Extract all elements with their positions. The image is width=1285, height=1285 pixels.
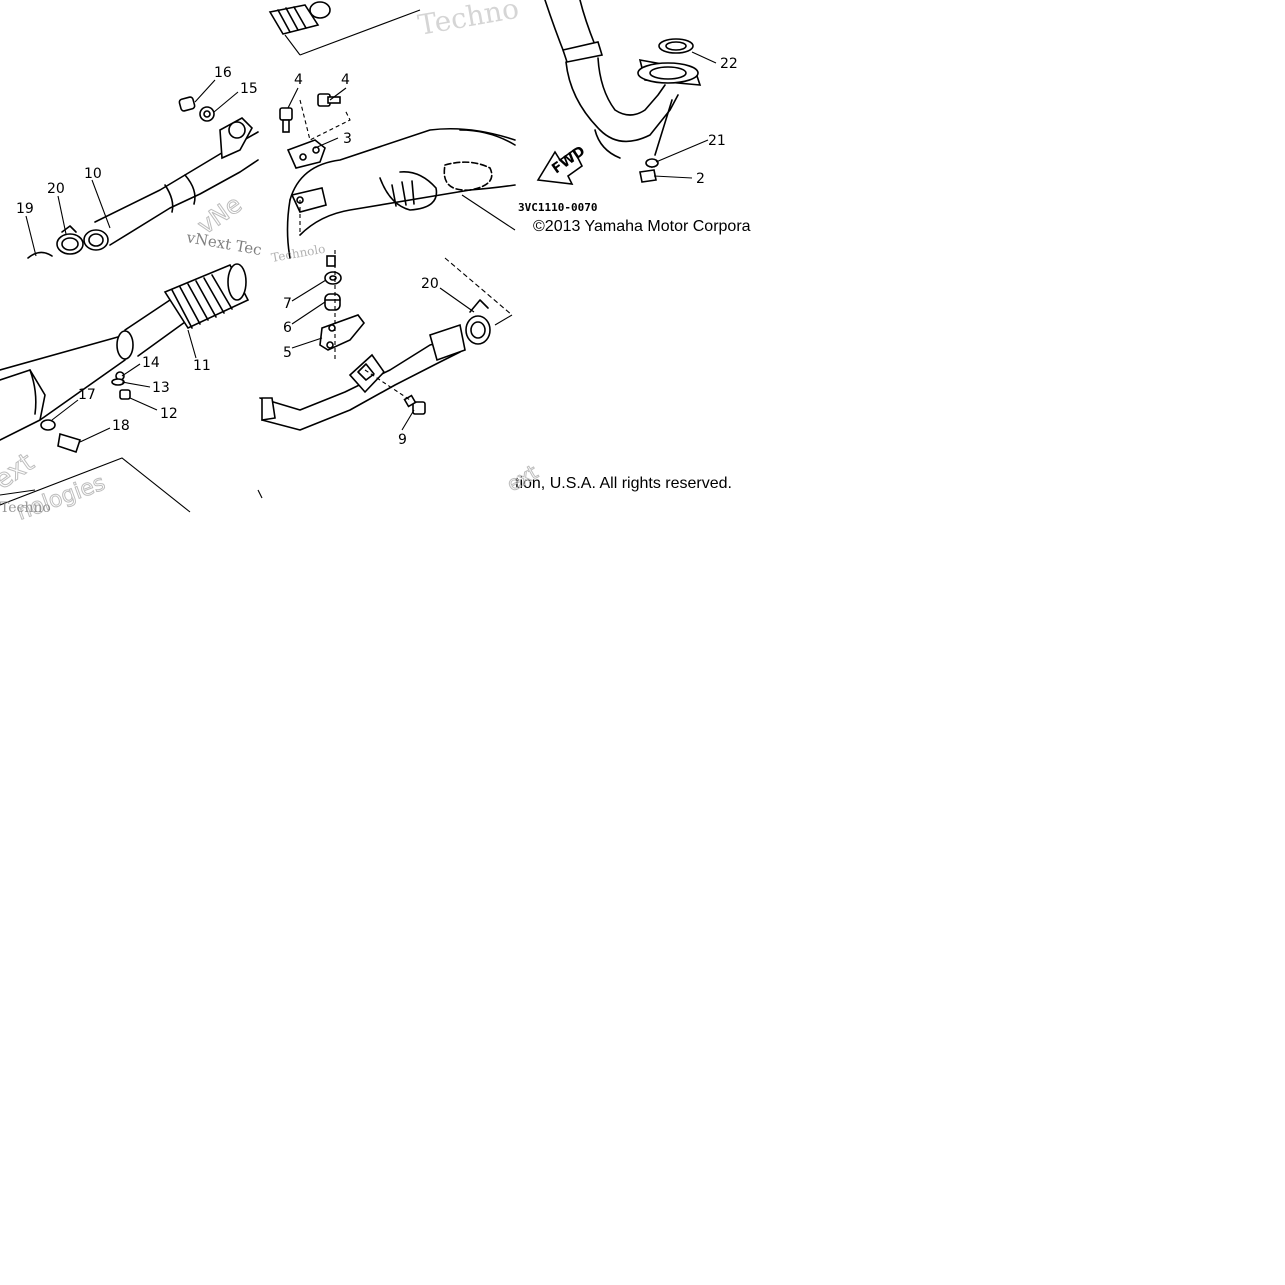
copyright-line-2: tion, U.S.A. All rights reserved. bbox=[515, 475, 732, 492]
callout-2: 2 bbox=[696, 171, 705, 187]
callout-20-left: 20 bbox=[47, 181, 65, 197]
fwd-arrow-shape bbox=[536, 148, 584, 185]
callout-18: 18 bbox=[112, 418, 130, 434]
callout-19: 19 bbox=[16, 201, 34, 217]
callout-6: 6 bbox=[283, 320, 292, 336]
watermarks: Techno vNext Tec vNe ext nologies Techno… bbox=[0, 0, 543, 526]
callout-15: 15 bbox=[240, 81, 258, 97]
callout-5: 5 bbox=[283, 345, 292, 361]
collar-16-shape bbox=[178, 96, 196, 112]
callout-21: 21 bbox=[708, 133, 726, 149]
callout-4a: 4 bbox=[294, 72, 303, 88]
callout-4b: 4 bbox=[341, 72, 350, 88]
callout-3: 3 bbox=[343, 131, 352, 147]
left-tile bbox=[0, 96, 259, 513]
middle-tile bbox=[257, 250, 513, 499]
callout-20-right: 20 bbox=[421, 276, 439, 292]
callout-numbers: 16 15 10 20 19 11 14 13 12 17 18 4 4 3 7… bbox=[16, 56, 738, 448]
callout-11: 11 bbox=[193, 358, 211, 374]
grommet-15-shape bbox=[228, 121, 246, 139]
watermark-ext-left: ext bbox=[0, 448, 40, 496]
callout-10: 10 bbox=[84, 166, 102, 182]
clamp-20-shape bbox=[56, 233, 84, 255]
leader-lines bbox=[25, 51, 717, 443]
callout-13: 13 bbox=[152, 380, 170, 396]
copyright-line-1: ©2013 Yamaha Motor Corpora bbox=[533, 218, 751, 235]
top-middle-tile bbox=[268, 1, 516, 259]
callout-14: 14 bbox=[142, 355, 160, 371]
watermark-vnext-tec: vNext Tec bbox=[184, 228, 263, 259]
watermark-techno-top: Techno bbox=[415, 0, 521, 42]
callout-22: 22 bbox=[720, 56, 738, 72]
watermark-technolo: Technolo bbox=[270, 242, 326, 265]
top-right-tile: FWD bbox=[536, 0, 702, 185]
callout-9: 9 bbox=[398, 432, 407, 448]
drawing-code: 3VC1110-0070 bbox=[518, 201, 597, 214]
callout-16: 16 bbox=[214, 65, 232, 81]
callout-17: 17 bbox=[78, 387, 96, 403]
watermark-techno-bottom: Techno bbox=[0, 500, 51, 516]
callout-12: 12 bbox=[160, 406, 178, 422]
callout-7: 7 bbox=[283, 296, 292, 312]
